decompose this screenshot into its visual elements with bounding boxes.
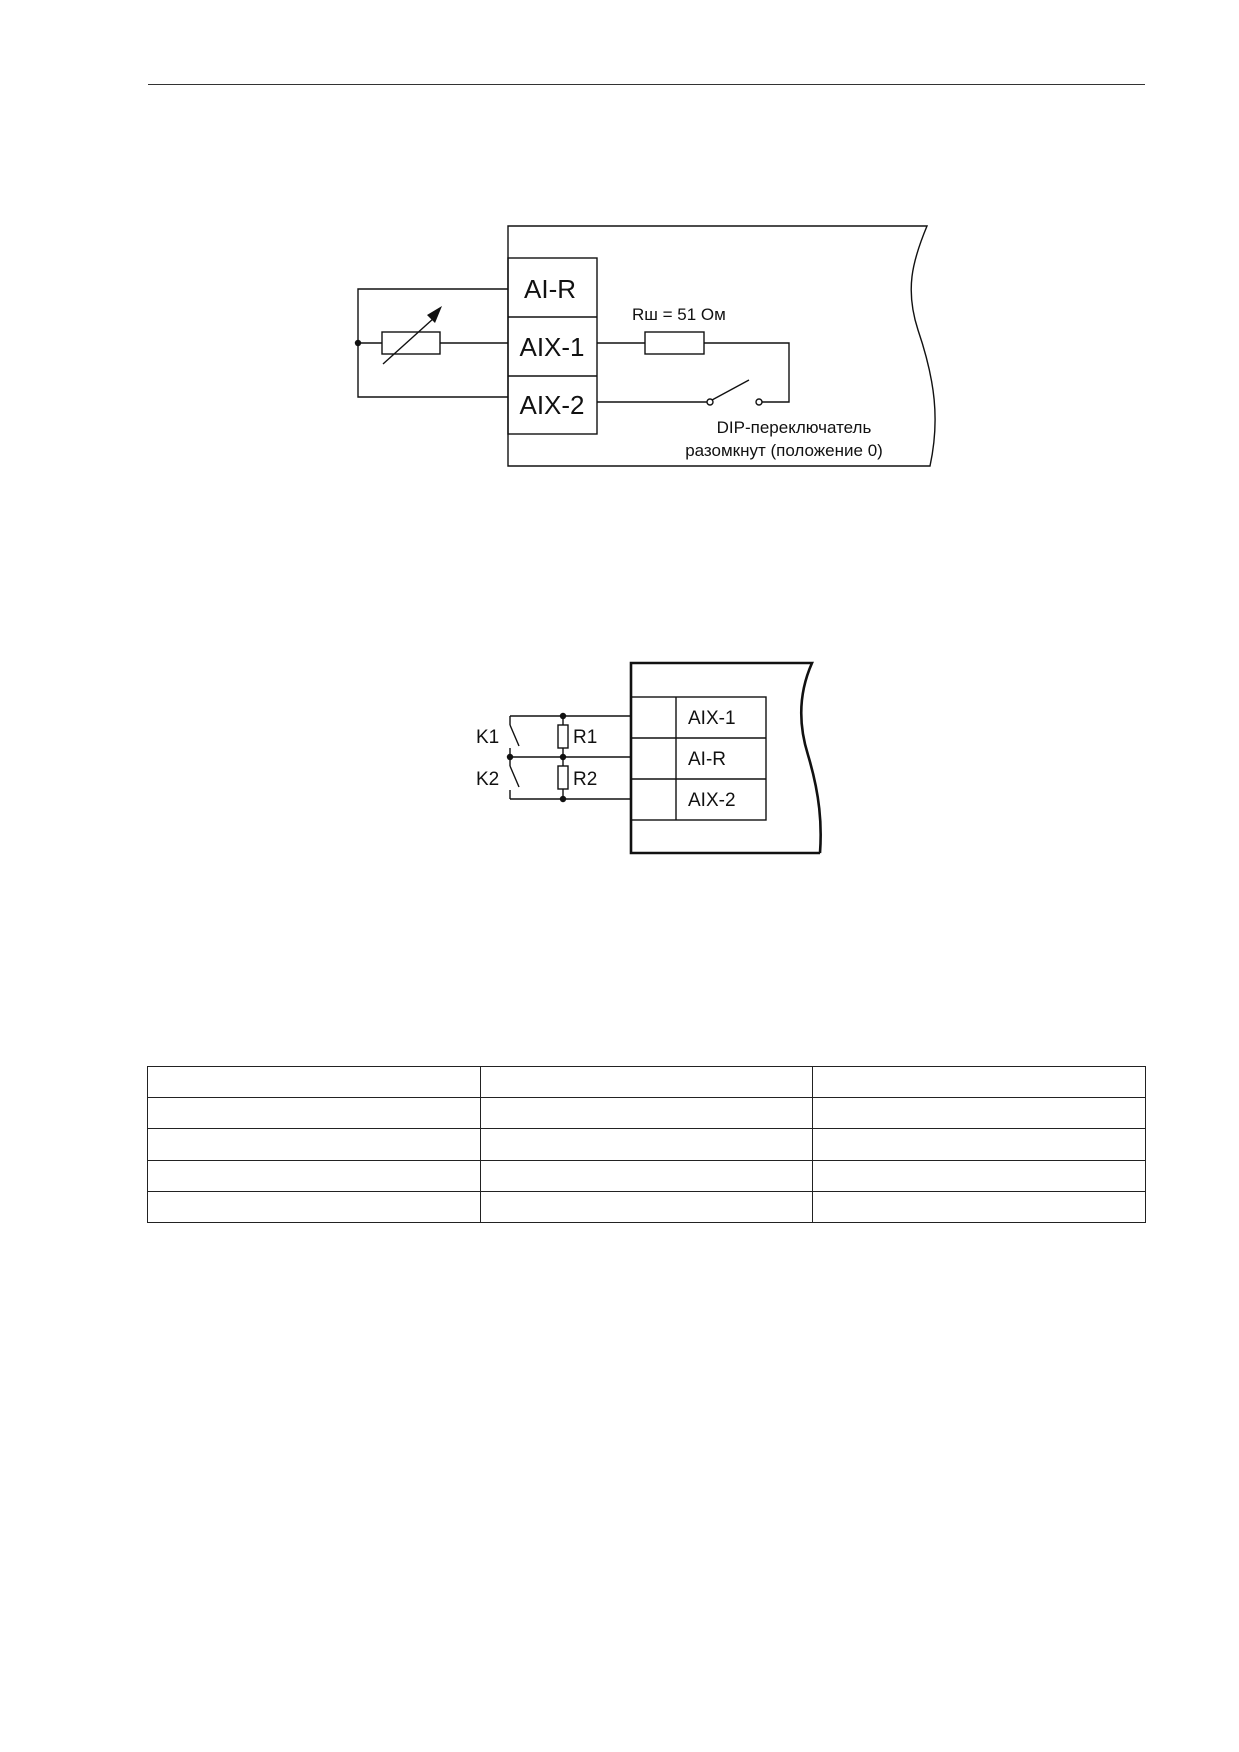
table-cell [812,1128,1146,1161]
terminal-aix-2: AIX-2 [519,390,584,420]
dip-caption-line1: DIP-переключатель [717,418,872,437]
table-cell [479,1097,814,1130]
table-row [147,1097,1146,1130]
header-rule [148,84,1145,85]
resistor-r2-label: R2 [573,769,597,790]
diagram-resistance-sensor: AI-R AIX-1 AIX-2 Rш = 51 Ом [354,225,936,467]
table-row [147,1159,1146,1192]
shunt-resistor [597,331,790,403]
contacts-wiring [506,712,631,803]
table-cell [147,1065,481,1099]
table-cell [479,1159,814,1192]
terminal-block [507,257,598,435]
switch-k1-label: K1 [476,727,499,748]
resistor-r1-label: R1 [573,727,597,748]
terminal2-ai-r: AI-R [688,749,726,770]
variable-resistor [381,306,442,365]
terminal-ai-r: AI-R [524,274,576,304]
dip-caption-line2: разомкнут (положение 0) [685,441,883,460]
empty-table [147,1065,1146,1224]
table-cell [147,1128,481,1161]
table-cell [812,1159,1146,1192]
table-cell [479,1190,814,1224]
shunt-label: Rш = 51 Ом [632,305,726,324]
table-cell [812,1097,1146,1130]
dip-switch [597,379,763,406]
table-row [147,1190,1146,1224]
terminal-aix-1: AIX-1 [519,332,584,362]
table-cell [812,1065,1146,1099]
sensor-wiring [354,288,508,398]
table-cell [479,1065,814,1099]
table-row [147,1128,1146,1161]
terminal-block-2 [630,696,767,821]
device-housing-2 [629,661,822,855]
table-cell [147,1159,481,1192]
diagram-dry-contacts: AIX-1 AI-R AIX-2 [476,661,822,855]
table-cell [479,1128,814,1161]
terminal2-aix-2: AIX-2 [688,790,736,811]
table-cell [147,1097,481,1130]
table-row [147,1065,1146,1099]
table-cell [812,1190,1146,1224]
terminal2-aix-1: AIX-1 [688,708,736,729]
table-cell [147,1190,481,1224]
switch-k2-label: K2 [476,769,499,790]
device-housing [507,225,936,467]
